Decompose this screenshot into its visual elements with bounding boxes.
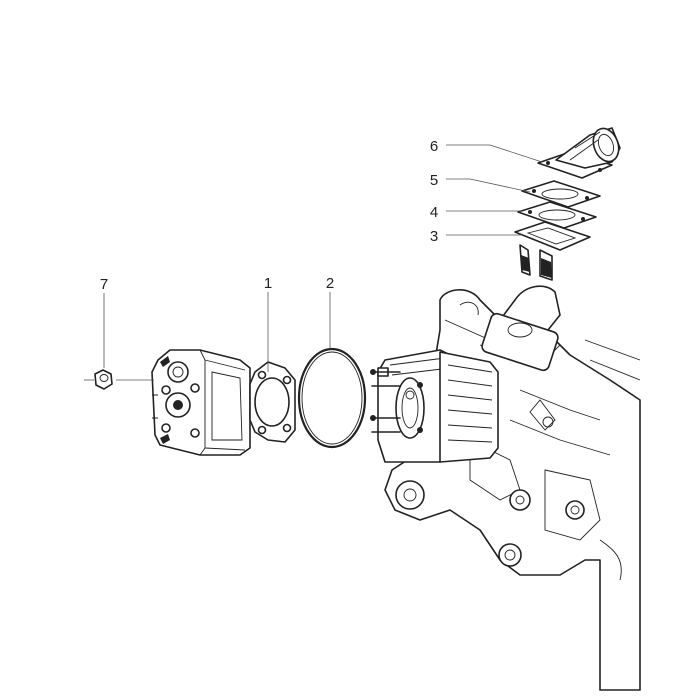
part-5-gasket [521,180,601,208]
part-2-o-ring [297,347,367,449]
callout-3: 3 [430,228,438,245]
part-6-intake-manifold [537,127,621,179]
leader-lines [84,144,543,381]
part-4-gasket [517,201,597,229]
callout-7: 7 [100,276,108,293]
callout-5: 5 [430,172,438,189]
callout-4: 4 [430,204,438,221]
cylinder-block [370,349,499,463]
part-1-head-gasket [249,361,296,443]
callout-6: 6 [430,138,438,155]
part-7-nut [94,369,113,390]
part-3-reed-valve [514,221,591,281]
cylinder-head [151,349,251,456]
engine-crankcase [384,285,641,691]
callout-2: 2 [326,275,334,292]
callout-1: 1 [264,275,272,292]
